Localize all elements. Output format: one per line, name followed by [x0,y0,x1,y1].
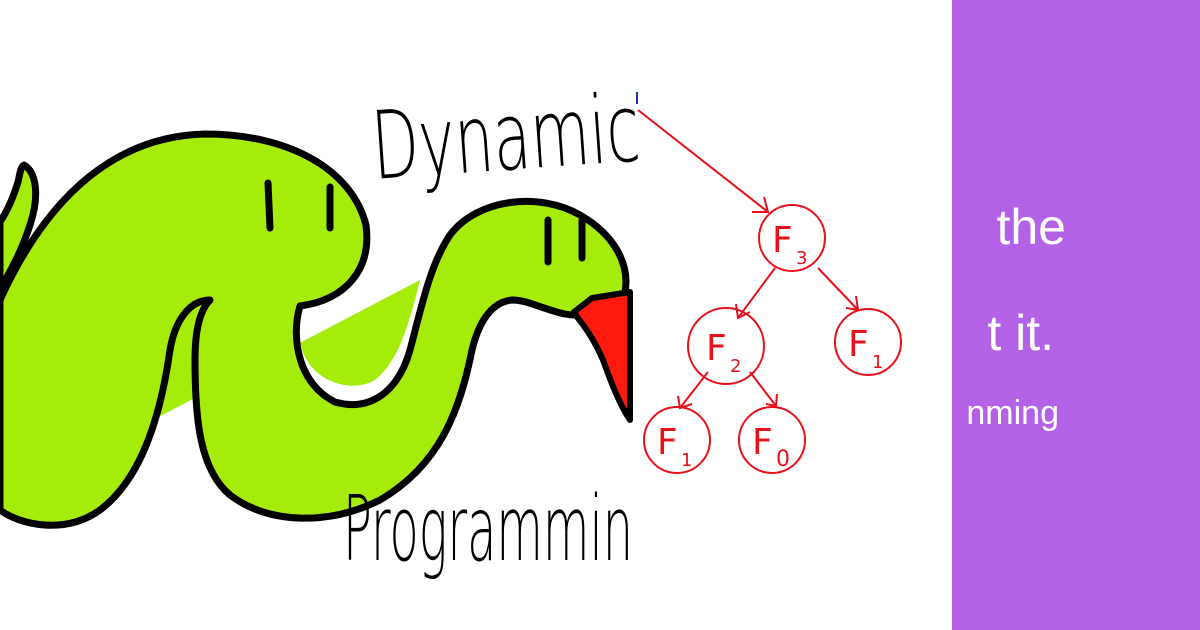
tree-edge-f3-f1 [817,267,859,311]
tree-node-f3-sub: 3 [796,248,807,269]
snake-body-fill [0,130,630,529]
title-word-programming: Programmin [343,477,633,582]
recursion-tree [637,109,902,474]
snake-eye-left-1 [264,179,274,232]
snake-tongue [571,289,633,423]
tree-node-f1-right-sub: 1 [872,352,883,373]
tree-labels: F 3 F 2 F 1 F 1 F 0 [657,220,883,472]
tree-node-f1-left-sub: 1 [681,450,692,471]
tree-node-f0-letter: F [752,422,773,463]
panel-line-3: nming [966,394,1059,432]
tree-node-f1-right-circle [834,308,902,376]
tree-node-f3-circle [758,204,826,272]
panel-line-1: the [996,199,1066,255]
tree-node-f3-letter: F [772,220,793,261]
tree-node-f0-circle [738,406,806,474]
panel-line-2: t it. [987,305,1054,361]
tree-node-f1-left-circle [643,406,711,474]
title-word-dynamic: Dynamic [368,74,643,201]
tree-node-f0-sub: 0 [776,447,790,472]
purple-panel: the t it. nming [952,0,1200,630]
snake-illustration [0,130,633,529]
tree-node-f1-left-letter: F [657,422,678,463]
tree-node-f1-right-letter: F [848,324,869,365]
tree-arrow-f0 [765,393,778,408]
tree-node-f2-circle [687,307,765,385]
tree-node-f2-letter: F [706,328,727,369]
tree-arrow-f3 [752,196,770,213]
tree-node-f2-sub: 2 [730,356,741,377]
snake-tail [0,161,40,294]
purple-panel-bg [952,0,1200,630]
tree-edge-f3-f2 [737,267,776,319]
tree-edge-root-f3 [637,109,769,213]
tree-edge-f2-f0 [749,371,777,407]
tree-edge-f2-f1 [679,371,709,409]
